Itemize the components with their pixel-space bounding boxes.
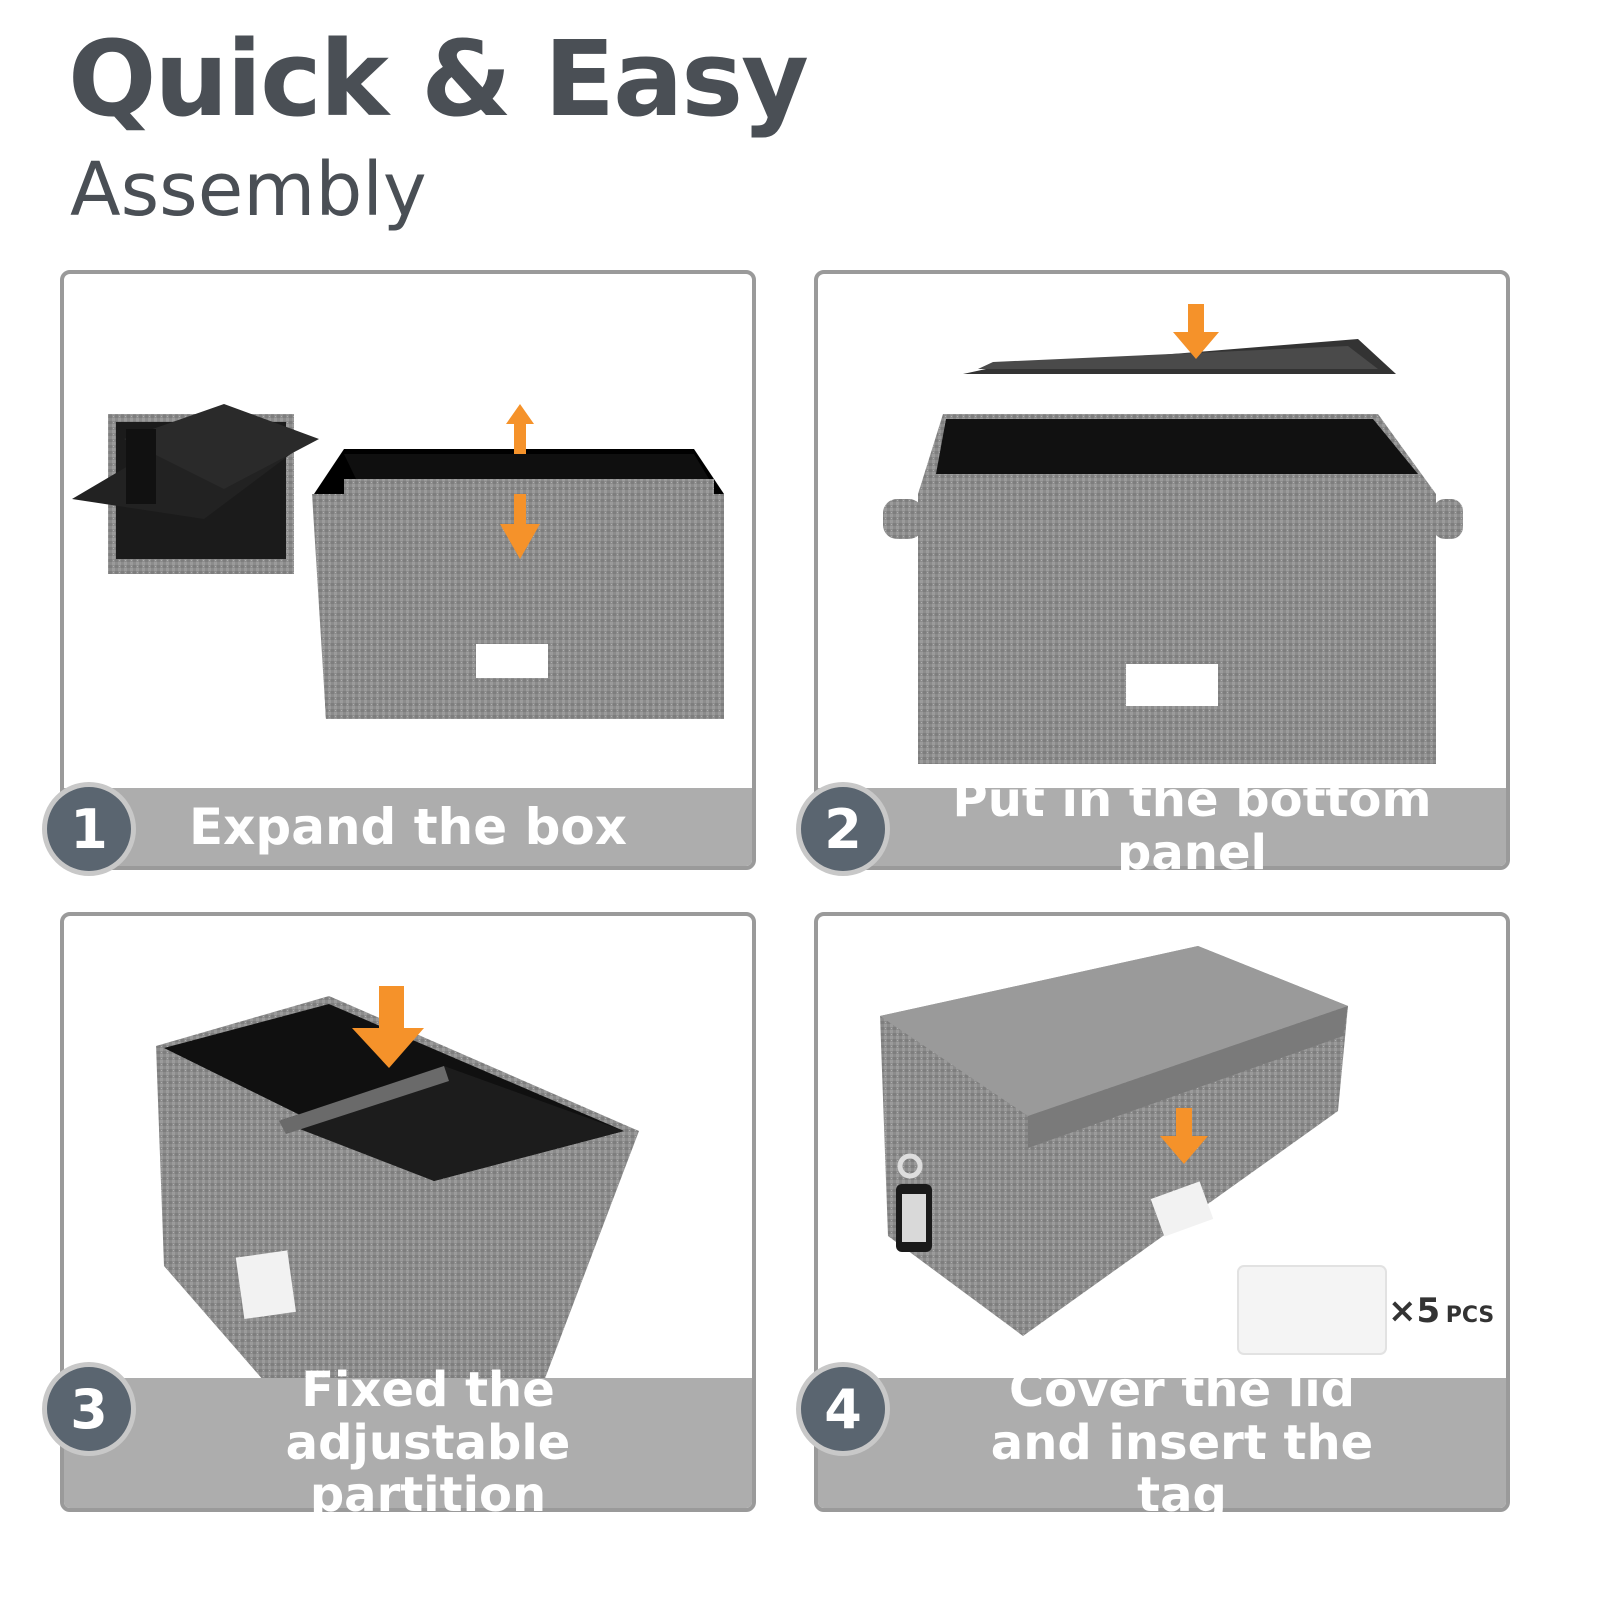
- storage-box-open: [883, 414, 1463, 764]
- step-number-badge-2: 2: [796, 782, 890, 876]
- step-label-bar-2: Put in the bottom panel: [818, 774, 1506, 879]
- box-illustration-expand: [72, 404, 724, 719]
- step-panel-2: Put in the bottom panel 2: [796, 270, 1510, 879]
- lidded-box: [880, 946, 1348, 1336]
- step-label-3: Fixed the adjustable partition: [285, 1361, 571, 1524]
- step-label-bar-3: Fixed the adjustable partition: [64, 1363, 752, 1522]
- box-illustration-partition: [156, 986, 639, 1381]
- step-label-4: Cover the lid and insert the tag: [990, 1361, 1374, 1524]
- step-label-1: Expand the box: [189, 797, 627, 856]
- open-box: [312, 449, 724, 719]
- bottom-panel-board: [963, 339, 1396, 374]
- box-illustration-bottom-panel: [883, 304, 1463, 764]
- step-label-bar-4: Cover the lid and insert the tag: [818, 1363, 1506, 1522]
- step-label-bar-1: Expand the box: [64, 788, 752, 866]
- tag-quantity-number: ×5: [1388, 1291, 1441, 1331]
- step-panel-4: ×5 PCS Cover the lid and insert the tag …: [796, 912, 1510, 1522]
- tag-quantity: ×5 PCS: [1388, 1291, 1494, 1331]
- step-panel-1: Expand the box 1: [42, 270, 756, 876]
- step-panel-3: Fixed the adjustable partition 3: [42, 912, 756, 1522]
- step-number-badge-4: 4: [796, 1362, 890, 1456]
- step-number-badge-1: 1: [42, 782, 136, 876]
- page-title: Quick & Easy: [68, 18, 809, 140]
- arrow-down-icon: [352, 986, 424, 1068]
- folded-panels: [72, 404, 319, 574]
- partitioned-box: [156, 996, 639, 1381]
- label-card: [1237, 1265, 1387, 1355]
- page-subtitle: Assembly: [70, 147, 427, 233]
- luggage-tag-icon: [896, 1153, 932, 1252]
- tag-quantity-unit: PCS: [1445, 1303, 1495, 1328]
- box-illustration-lid-tag: [880, 946, 1387, 1355]
- arrow-down-icon: [1160, 1108, 1208, 1164]
- arrow-down-icon: [1173, 304, 1219, 359]
- expand-arrows: [500, 404, 540, 559]
- step-number-badge-3: 3: [42, 1362, 136, 1456]
- step-label-2: Put in the bottom panel: [952, 772, 1432, 881]
